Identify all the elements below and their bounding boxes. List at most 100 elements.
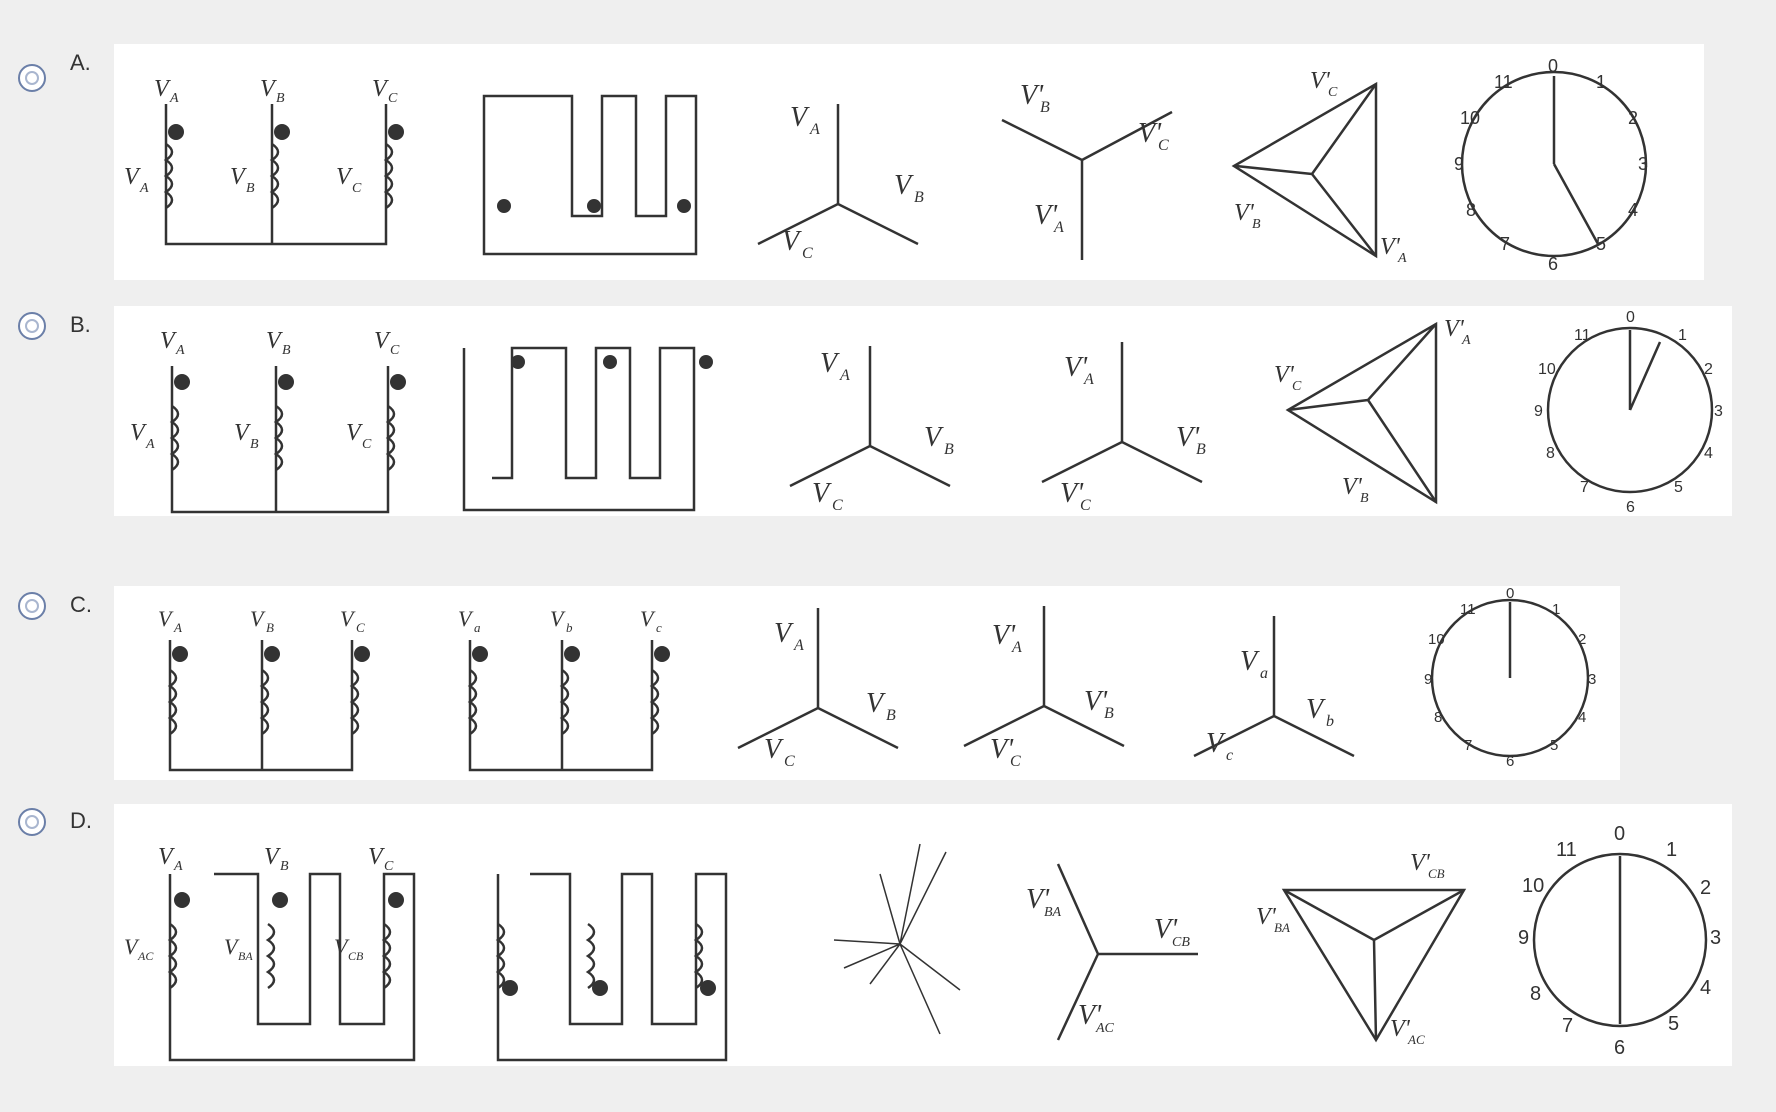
option-a: A. V A V B: [0, 40, 1776, 280]
clock-d-11: 11: [1556, 839, 1577, 861]
svg-text:c: c: [656, 620, 662, 635]
clock-a-8: 8: [1466, 200, 1476, 220]
svg-text:B: B: [886, 707, 896, 724]
svg-text:V': V': [1034, 200, 1058, 231]
svg-text:BA: BA: [1044, 905, 1062, 920]
clock-b-8: 8: [1546, 445, 1555, 462]
svg-text:B: B: [1104, 705, 1114, 722]
clock-b-0: 0: [1626, 309, 1635, 326]
clock-a-10: 10: [1460, 108, 1480, 128]
svg-text:c: c: [1226, 747, 1233, 764]
clock-c-10: 10: [1428, 631, 1445, 648]
svg-text:V': V': [1234, 200, 1255, 226]
clock-c-7: 7: [1464, 737, 1472, 754]
svg-text:AC: AC: [1407, 1032, 1425, 1047]
svg-text:CB: CB: [1172, 935, 1190, 950]
svg-text:V: V: [224, 934, 240, 959]
svg-text:V: V: [334, 934, 350, 959]
svg-text:V': V': [1020, 80, 1044, 111]
clock-d-0: 0: [1614, 823, 1625, 845]
option-a-letter: A.: [70, 50, 91, 75]
svg-text:B: B: [266, 620, 274, 635]
clock-c-1: 1: [1552, 601, 1560, 618]
svg-text:A: A: [145, 437, 155, 452]
svg-text:V: V: [250, 606, 266, 631]
svg-text:C: C: [362, 437, 372, 452]
svg-text:V': V': [992, 620, 1016, 651]
clock-b-7: 7: [1580, 479, 1589, 496]
svg-text:V: V: [820, 348, 840, 379]
svg-text:C: C: [832, 497, 843, 514]
svg-text:V': V': [1078, 1000, 1102, 1031]
svg-text:V: V: [764, 734, 784, 765]
svg-text:V': V': [1390, 1016, 1411, 1042]
clock-b-4: 4: [1704, 445, 1713, 462]
svg-text:A: A: [1083, 371, 1094, 388]
svg-text:V: V: [230, 164, 247, 190]
option-c-radio[interactable]: [18, 592, 46, 620]
svg-text:V': V': [1176, 422, 1200, 453]
svg-text:B: B: [250, 437, 259, 452]
svg-text:V': V': [1310, 68, 1331, 94]
clock-b-11: 11: [1574, 327, 1591, 344]
clock-d-5: 5: [1668, 1013, 1679, 1035]
svg-text:V: V: [782, 226, 802, 257]
svg-text:A: A: [1053, 219, 1064, 236]
clock-c-9: 9: [1424, 671, 1432, 688]
svg-text:V': V': [1084, 686, 1108, 717]
svg-text:V': V': [1064, 352, 1088, 383]
option-d-radio[interactable]: [18, 808, 46, 836]
svg-text:A: A: [173, 620, 182, 635]
svg-text:AC: AC: [1095, 1021, 1115, 1036]
clock-d-4: 4: [1700, 977, 1711, 999]
svg-text:C: C: [1080, 497, 1091, 514]
clock-c-0: 0: [1506, 586, 1514, 602]
svg-text:V: V: [866, 688, 886, 719]
svg-text:V': V': [1410, 850, 1431, 876]
svg-text:a: a: [474, 620, 481, 635]
svg-text:V': V': [1154, 914, 1178, 945]
svg-text:A: A: [1011, 639, 1022, 656]
svg-text:CB: CB: [1428, 866, 1445, 881]
svg-text:V: V: [1240, 646, 1260, 677]
clock-a-9: 9: [1454, 154, 1464, 174]
svg-text:V: V: [924, 422, 944, 453]
clock-b-6: 6: [1626, 499, 1635, 516]
svg-text:C: C: [784, 753, 795, 770]
clock-b-10: 10: [1538, 361, 1556, 378]
svg-text:B: B: [914, 189, 924, 206]
clock-a-4: 4: [1628, 200, 1638, 220]
svg-text:V: V: [264, 844, 281, 870]
option-b-radio[interactable]: [18, 312, 46, 340]
svg-text:V': V': [1060, 478, 1084, 509]
clock-d-10: 10: [1522, 875, 1544, 897]
svg-text:V: V: [158, 606, 174, 631]
svg-text:V: V: [340, 606, 356, 631]
clock-a-2: 2: [1628, 108, 1638, 128]
svg-text:A: A: [173, 859, 183, 874]
svg-text:B: B: [944, 441, 954, 458]
clock-c-3: 3: [1588, 671, 1596, 688]
option-b-letter: B.: [70, 312, 91, 337]
svg-text:V: V: [458, 606, 474, 631]
svg-text:BA: BA: [1274, 920, 1290, 935]
clock-b-2: 2: [1704, 361, 1713, 378]
svg-text:B: B: [282, 343, 291, 358]
clock-c-5: 5: [1550, 737, 1558, 754]
svg-text:V: V: [158, 844, 175, 870]
clock-d-8: 8: [1530, 983, 1541, 1005]
svg-text:C: C: [356, 620, 365, 635]
option-a-radio[interactable]: [18, 64, 46, 92]
svg-text:V: V: [374, 328, 391, 354]
svg-text:V: V: [774, 618, 794, 649]
svg-text:BA: BA: [238, 949, 253, 963]
clock-d-9: 9: [1518, 927, 1529, 949]
